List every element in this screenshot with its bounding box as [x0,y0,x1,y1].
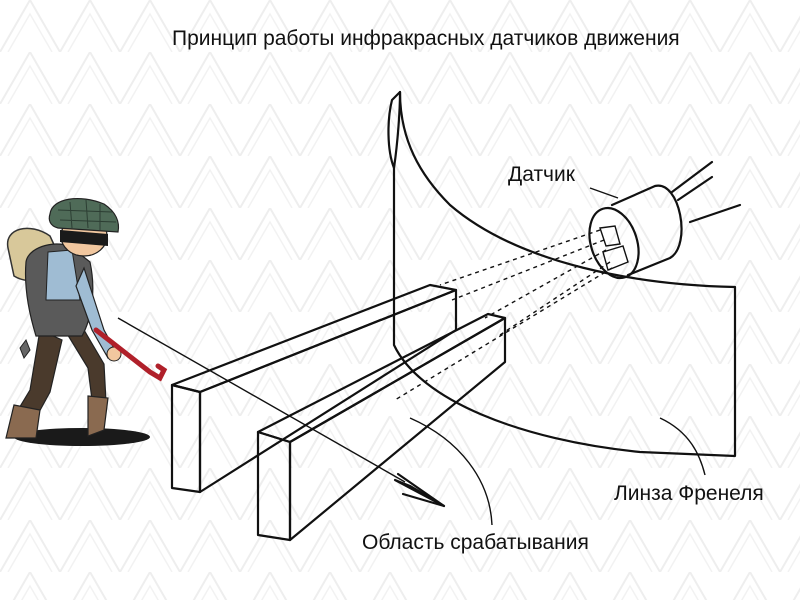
burglar-icon [5,197,168,446]
cap-icon [48,197,120,233]
sensor-label: Датчик [508,163,576,186]
sensor-beams [394,229,613,401]
crowbar-icon [93,327,168,382]
burglar-shadow [14,428,150,446]
fresnel-lens [387,90,737,458]
motion-arrow-icon [117,317,446,508]
detection-zone-label: Область срабатывания [362,531,589,554]
fresnel-lens-label: Линза Френеля [614,482,764,505]
zone-leader-line [409,417,493,526]
lens-leader-line [659,417,706,476]
sensor-leader-line [589,187,619,199]
diagram-title: Принцип работы инфракрасных датчиков дви… [172,27,680,50]
detection-zone-box-right [256,312,507,542]
